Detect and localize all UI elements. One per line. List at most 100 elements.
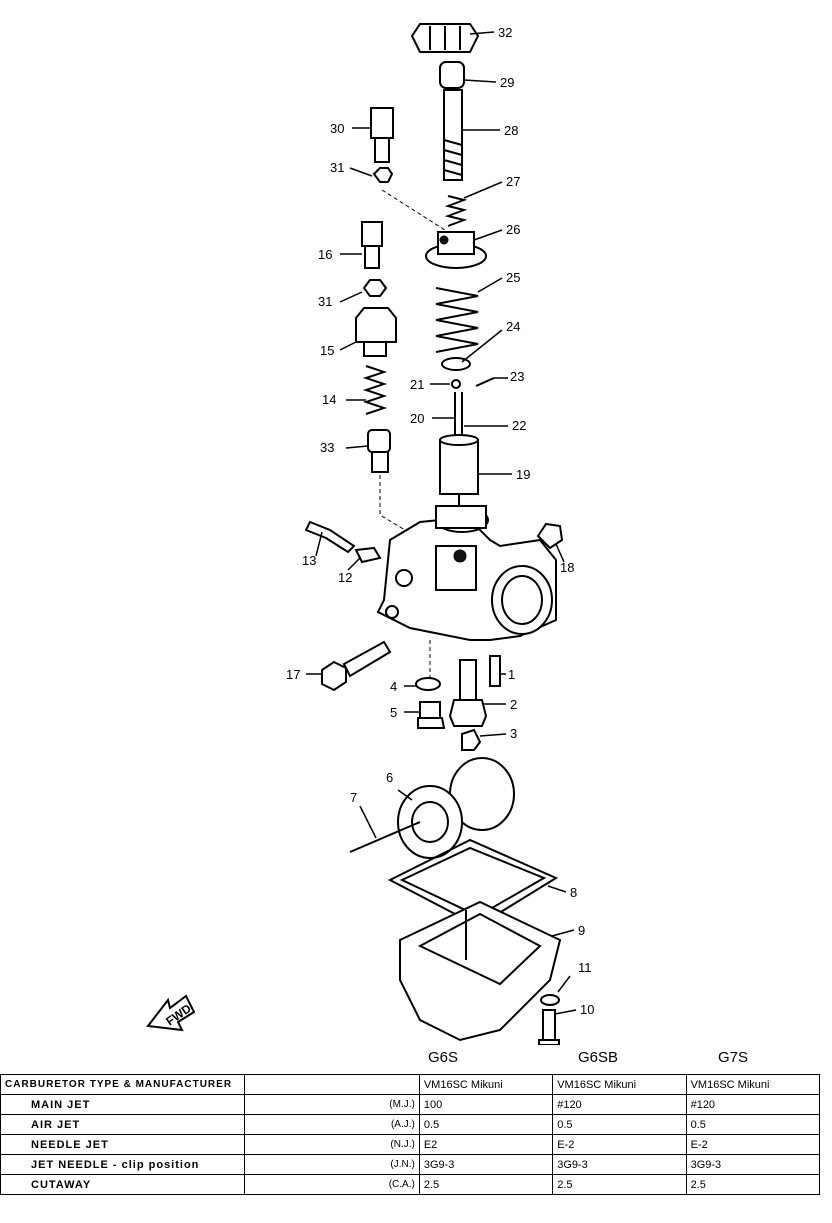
part-idle-screw — [304, 520, 356, 554]
part-plug-5 — [417, 701, 446, 729]
callout: 14 — [322, 392, 336, 407]
part-1 — [489, 655, 501, 687]
part-screw-16 — [361, 221, 383, 269]
callout: 23 — [510, 369, 524, 384]
part-throttle-adjuster — [443, 89, 463, 181]
part-needle-clip — [475, 377, 495, 387]
spec-value: VM16SC Mikuni — [552, 1074, 687, 1095]
spec-value: 0.5 — [552, 1114, 687, 1135]
callout: 22 — [512, 418, 526, 433]
spec-abbr: (M.J.) — [244, 1094, 420, 1115]
part-gasket — [387, 838, 559, 928]
spec-value: 0.5 — [685, 1114, 821, 1135]
part-washer-11 — [540, 994, 560, 1006]
spec-row: CARBURETOR TYPE & MANUFACTURER VM16SC Mik… — [0, 1074, 821, 1095]
spec-label: CARBURETOR TYPE & MANUFACTURER — [0, 1074, 246, 1095]
spec-abbr: (C.A.) — [244, 1174, 420, 1195]
part-clip — [451, 379, 461, 389]
callout: 25 — [506, 270, 520, 285]
callout: 5 — [390, 705, 397, 720]
part-fitting-15 — [355, 307, 397, 357]
callout: 17 — [286, 667, 300, 682]
assembly-line — [381, 189, 446, 231]
callout: 31 — [330, 160, 344, 175]
callout: 21 — [410, 377, 424, 392]
part-float — [397, 757, 515, 859]
part-throttle-valve — [439, 434, 479, 510]
part-throttle-spring — [435, 287, 479, 353]
callout: 10 — [580, 1002, 594, 1017]
callout: 33 — [320, 440, 334, 455]
model-header: G6S — [428, 1049, 459, 1066]
spec-value: 2.5 — [418, 1174, 554, 1195]
callout: 29 — [500, 75, 514, 90]
spec-abbr — [244, 1074, 420, 1095]
spec-value: VM16SC Mikuni — [418, 1074, 554, 1095]
callout: 27 — [506, 174, 520, 189]
callout: 3 — [510, 726, 517, 741]
part-float-chamber — [399, 900, 562, 1042]
spec-label: NEEDLE JET — [0, 1134, 246, 1155]
callout: 8 — [570, 885, 577, 900]
callout: 7 — [350, 790, 357, 805]
exploded-parts-diagram: FWD 32 29 — [146, 23, 594, 1045]
part-screw-17 — [321, 640, 392, 692]
callout: 24 — [506, 319, 520, 334]
part-float-pin — [349, 821, 421, 853]
model-header: G6SB — [578, 1049, 619, 1066]
part-nut-31 — [372, 167, 394, 183]
callout: 11 — [578, 960, 592, 975]
spec-label: CUTAWAY — [0, 1174, 246, 1195]
spec-abbr: (N.J.) — [244, 1134, 420, 1155]
spec-value: 3G9-3 — [418, 1154, 554, 1175]
callout: 30 — [330, 121, 344, 136]
callout: 2 — [510, 697, 517, 712]
spec-label: MAIN JET — [0, 1094, 246, 1115]
callout: 13 — [302, 553, 316, 568]
leader-lines — [306, 31, 577, 1015]
callout: 6 — [386, 770, 393, 785]
carburetor-spec-table: CARBURETOR TYPE & MANUFACTURER VM16SC Mik… — [0, 1074, 821, 1195]
spec-label: AIR JET — [0, 1114, 246, 1135]
part-cap-18 — [536, 522, 564, 550]
spec-row: MAIN JET(M.J.)100#120#120 — [0, 1094, 821, 1115]
callout: 26 — [506, 222, 520, 237]
spec-value: 3G9-3 — [685, 1154, 821, 1175]
part-chamber-top — [425, 231, 487, 269]
spec-value: 2.5 — [552, 1174, 687, 1195]
callout: 1 — [508, 667, 515, 682]
part-drain-screw — [538, 1009, 560, 1045]
part-washer-4 — [415, 677, 441, 691]
callout: 15 — [320, 343, 334, 358]
part-nut-31b — [362, 279, 388, 297]
fwd-arrow-icon: FWD — [146, 994, 196, 1032]
part-carburetor-body — [376, 505, 557, 641]
callout: 28 — [504, 123, 518, 138]
spec-value: #120 — [552, 1094, 687, 1115]
spec-abbr: (J.N.) — [244, 1154, 420, 1175]
part-screw-30 — [370, 107, 394, 163]
spec-value: E-2 — [685, 1134, 821, 1155]
model-header: G7S — [718, 1049, 749, 1066]
callout: 31 — [318, 294, 332, 309]
spec-label: JET NEEDLE - clip position — [0, 1154, 246, 1175]
callout: 32 — [498, 25, 512, 40]
part-cap-nut — [410, 23, 480, 53]
spec-value: E2 — [418, 1134, 554, 1155]
spec-abbr: (A.J.) — [244, 1114, 420, 1135]
spec-value: 2.5 — [685, 1174, 821, 1195]
part-jet-needle — [454, 392, 463, 440]
callout: 18 — [560, 560, 574, 575]
spec-value: 0.5 — [418, 1114, 554, 1135]
part-gasket-inner — [399, 846, 547, 918]
part-main-jet — [461, 728, 482, 751]
callout: 12 — [338, 570, 352, 585]
part-spring-14 — [362, 365, 388, 415]
part-rubber-cap — [439, 61, 465, 89]
part-small-spring — [444, 195, 468, 227]
part-valve-33 — [367, 429, 391, 473]
callout: 20 — [410, 411, 424, 426]
